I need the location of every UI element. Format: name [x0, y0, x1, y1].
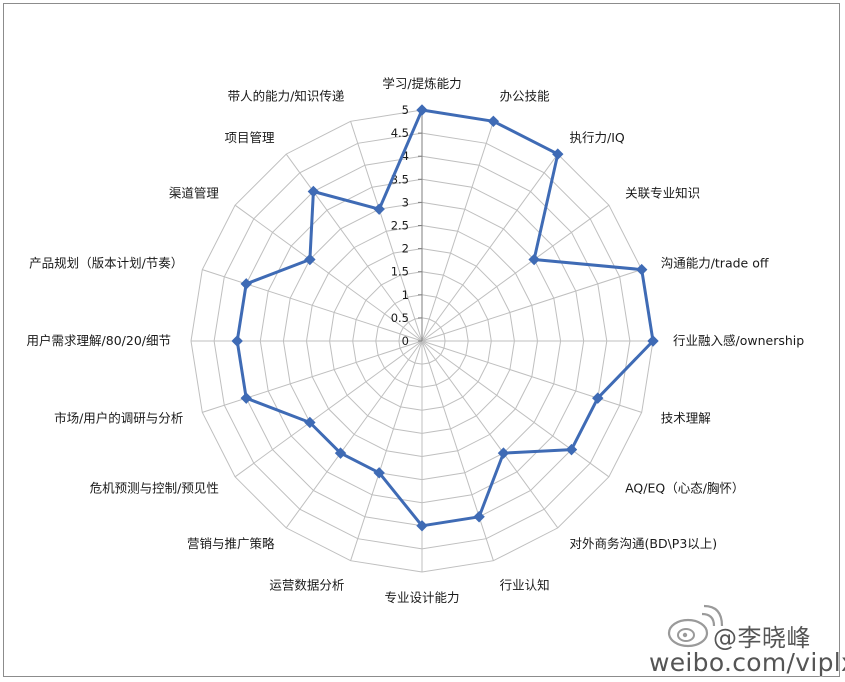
data-point	[373, 203, 385, 215]
data-point	[552, 148, 564, 160]
data-point	[240, 278, 252, 290]
axis-spoke	[421, 340, 494, 561]
tick-label: 3	[402, 195, 409, 209]
tick-label: 0.5	[391, 311, 409, 325]
data-point	[528, 253, 540, 266]
watermark-url: weibo.com/viplxf	[649, 648, 845, 677]
axis-spoke	[421, 204, 610, 342]
data-point	[416, 104, 428, 116]
chart-frame	[3, 3, 840, 677]
radar-axes	[191, 110, 653, 572]
data-point	[647, 335, 659, 347]
data-point	[416, 520, 428, 532]
axis-spoke	[285, 153, 423, 342]
category-label: 危机预测与控制/预见性	[90, 481, 219, 496]
axis-spoke	[350, 340, 423, 561]
watermark-handle: @李晓峰	[713, 624, 811, 652]
data-point	[304, 416, 316, 429]
category-label: 行业融入感/ownership	[673, 333, 804, 348]
axis-spoke	[421, 340, 642, 413]
axis-spoke	[202, 340, 423, 413]
data-point	[373, 467, 385, 479]
category-label: 专业设计能力	[384, 590, 459, 605]
tick-label: 1	[402, 288, 409, 302]
tick-label: 3.5	[391, 172, 409, 186]
axis-spoke	[421, 121, 494, 342]
category-label: 营销与推广策略	[187, 536, 275, 551]
category-label: 行业认知	[500, 578, 550, 593]
data-point	[334, 447, 347, 459]
data-point	[487, 115, 500, 128]
category-label: 带人的能力/知识传递	[228, 88, 345, 103]
tick-label: 4	[402, 149, 409, 163]
data-point	[240, 392, 252, 404]
data-point	[231, 335, 243, 347]
category-label: 渠道管理	[169, 186, 220, 201]
tick-label: 5	[402, 103, 409, 117]
tick-label: 4.5	[391, 126, 409, 140]
category-label: 运营数据分析	[269, 578, 344, 593]
tick-label: 2	[402, 242, 409, 256]
data-point	[473, 511, 485, 523]
category-label: 市场/用户的调研与分析	[54, 411, 183, 426]
data-point	[592, 392, 604, 404]
data-point	[304, 253, 316, 266]
tick-label: 1.5	[391, 265, 409, 279]
radar-series	[231, 104, 659, 532]
data-point	[307, 185, 320, 198]
category-label: 沟通能力/trade off	[661, 255, 769, 270]
category-label: 技术理解	[661, 411, 711, 426]
data-point	[497, 447, 510, 459]
category-label: 用户需求理解/80/20/细节	[27, 333, 171, 348]
axis-spoke	[421, 340, 610, 478]
axis-spoke	[202, 269, 423, 342]
category-label: 对外商务沟通(BD\P3以上)	[570, 536, 718, 551]
axis-spoke	[234, 204, 423, 342]
category-label: 关联专业知识	[625, 186, 700, 201]
data-point	[565, 443, 578, 456]
category-label: 办公技能	[500, 88, 551, 103]
axis-spoke	[421, 269, 642, 342]
data-point	[635, 263, 648, 276]
tick-label: 0	[402, 334, 409, 348]
category-label: 产品规划（版本计划/节奏）	[29, 255, 183, 270]
axis-spoke	[234, 340, 423, 478]
category-label: AQ/EQ（心态/胸怀）	[625, 481, 744, 496]
category-label: 执行力/IQ	[570, 130, 625, 145]
category-label: 项目管理	[224, 130, 275, 145]
category-label: 学习/提炼能力	[382, 76, 461, 91]
axis-spoke	[421, 153, 559, 342]
axis-spoke	[350, 121, 423, 342]
weibo-logo-icon	[667, 604, 724, 648]
axis-spoke	[421, 340, 559, 529]
radar-tick-labels: 0 0.5 1 1.5 2 2.5 3 3.5 4 4.5 5	[391, 103, 422, 348]
tick-label: 2.5	[391, 219, 409, 233]
axis-spoke	[285, 340, 423, 529]
